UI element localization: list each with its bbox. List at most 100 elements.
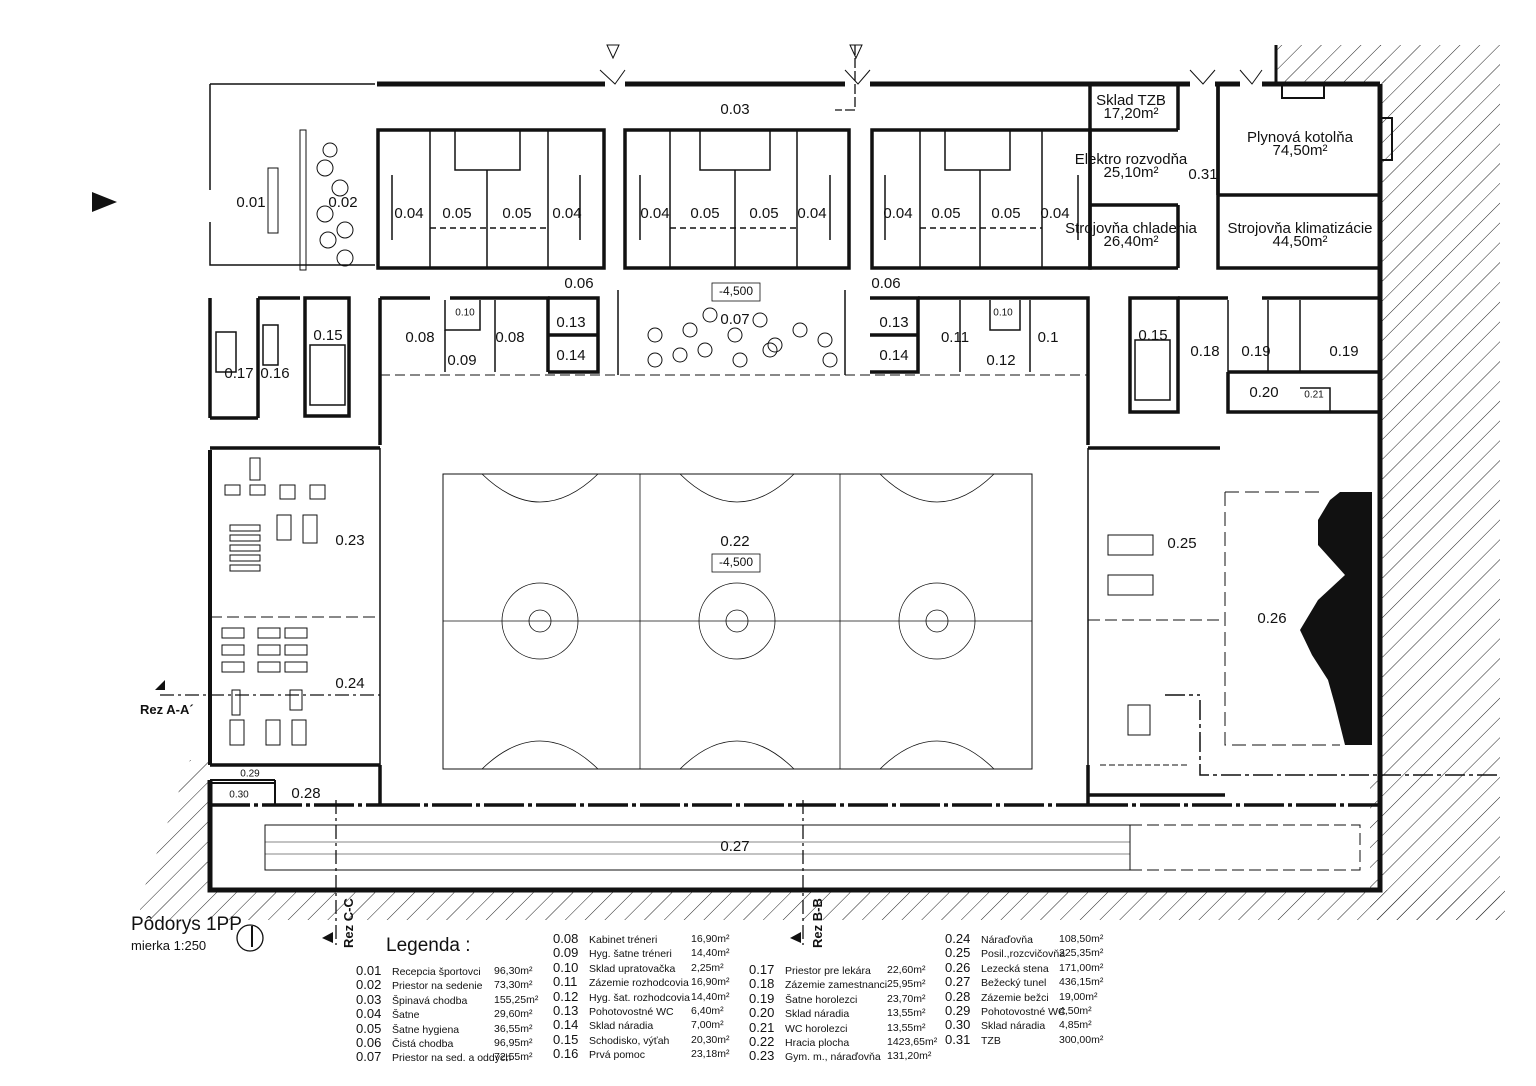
legend-area: 96,95m²	[494, 1036, 533, 1049]
section-b-label: Rez B-B	[810, 898, 825, 948]
drawing-title: Pôdorys 1PP	[131, 914, 242, 935]
room-label: 0.10	[455, 308, 475, 319]
room-label: 0.19	[1241, 343, 1270, 360]
legend-code: 0.05	[356, 1020, 382, 1036]
room-label: 0.04	[640, 205, 669, 222]
legend-area: 14,40m²	[691, 947, 730, 960]
legend-code: 0.02	[356, 977, 382, 993]
legend-name: Lezecká stena	[981, 962, 1049, 975]
legend-area: 16,90m²	[691, 976, 730, 989]
door-markers	[599, 44, 1263, 85]
legend-area: 19,00m²	[1059, 990, 1098, 1003]
room-label: 0.07	[720, 311, 749, 328]
legend-name: Pohotovostné WC	[981, 1005, 1066, 1018]
room-label: 0.23	[335, 532, 364, 549]
legend-name: Sklad náradia	[589, 1020, 654, 1033]
tech-room-name: Strojovňa klimatizácie	[1227, 220, 1372, 237]
legend-area: 36,55m²	[494, 1022, 533, 1035]
legend-code: 0.27	[945, 974, 971, 990]
legend-name: Pohotovostné WC	[589, 1005, 674, 1018]
room-label: 0.24	[335, 675, 364, 692]
legend-area: 6,40m²	[691, 1004, 724, 1017]
legend-name: Kabinet tréneri	[589, 934, 658, 946]
tech-room-area: 74,50m²	[1272, 142, 1327, 159]
legend-name: Gym. m., náraďovňa	[785, 1051, 881, 1064]
room-label: 0.05	[749, 205, 778, 222]
legend-area: 2,25m²	[691, 961, 724, 974]
legend-code: 0.13	[553, 1002, 579, 1018]
legend-name: Posil.,rozcvičovňa	[981, 948, 1066, 961]
legend-name: Hyg. šat. rozhodcovia	[589, 991, 690, 1004]
tech-room-name: Strojovňa chladenia	[1065, 220, 1197, 237]
legend-area: 4,50m²	[1059, 1004, 1092, 1017]
legend-code: 0.19	[749, 990, 775, 1006]
tech-room-name: Elektro rozvodňa	[1075, 151, 1188, 168]
room-label: 0.05	[442, 205, 471, 222]
legend-area: 171,00m²	[1059, 961, 1104, 974]
legend-area: 22,60m²	[887, 964, 926, 976]
tech-room-area: 44,50m²	[1272, 233, 1327, 250]
section-c-marker-icon	[322, 932, 333, 943]
room-label: 0.13	[556, 314, 585, 331]
legend-area: 29,60m²	[494, 1008, 533, 1021]
legend-code: 0.07	[356, 1049, 382, 1065]
legend-area: 14,40m²	[691, 990, 730, 1003]
room-label: 0.08	[495, 329, 524, 346]
legend-code: 0.17	[749, 962, 775, 977]
room-label: 0.25	[1167, 535, 1196, 552]
room-label: 0.04	[552, 205, 581, 222]
gym-equipment	[221, 457, 1190, 766]
legend-code: 0.18	[749, 976, 775, 992]
legend-code: 0.01	[356, 963, 382, 978]
room-label: 0.02	[328, 194, 357, 211]
legend-name: Špinavá chodba	[392, 994, 468, 1007]
legend-code: 0.28	[945, 988, 971, 1004]
legend-code: 0.06	[356, 1034, 382, 1050]
legend-name: Priestor na sed. a oddych	[392, 1052, 512, 1065]
legend-name: Priestor na sedenie	[392, 980, 483, 993]
legend-name: Recepcia športovci	[392, 966, 481, 978]
legend-code: 0.29	[945, 1002, 971, 1018]
legend-area: 25,95m²	[887, 978, 926, 991]
legend-area: 225,35m²	[1059, 947, 1104, 960]
legend-code: 0.23	[749, 1048, 775, 1064]
section-a-marker-icon	[155, 680, 165, 690]
room-label: 0.04	[1040, 205, 1069, 222]
legend-area: 20,30m²	[691, 1033, 730, 1046]
legend-name: Hyg. šatne tréneri	[589, 948, 672, 961]
legend-name: Sklad upratovačka	[589, 962, 676, 975]
section-lines	[160, 45, 856, 945]
legend-code: 0.24	[945, 931, 971, 946]
legend-code: 0.14	[553, 1017, 579, 1033]
legend-code: 0.15	[553, 1031, 579, 1047]
room-label: 0.16	[260, 365, 289, 382]
legend-code: 0.22	[749, 1033, 775, 1049]
legend-area: 13,55m²	[887, 1021, 926, 1034]
room-label: 0.26	[1257, 610, 1286, 627]
running-tunnel	[210, 779, 1380, 871]
legend-name: Šatne	[392, 1009, 420, 1022]
tech-room-name: Plynová kotolňa	[1247, 129, 1354, 146]
drawing-scale: mierka 1:250	[131, 938, 207, 953]
legend-name: Zázemie zamestnanci	[785, 979, 888, 992]
room-label: 0.15	[1138, 327, 1167, 344]
legend-area: 16,90m²	[691, 933, 730, 945]
legend-area: 23,70m²	[887, 992, 926, 1005]
